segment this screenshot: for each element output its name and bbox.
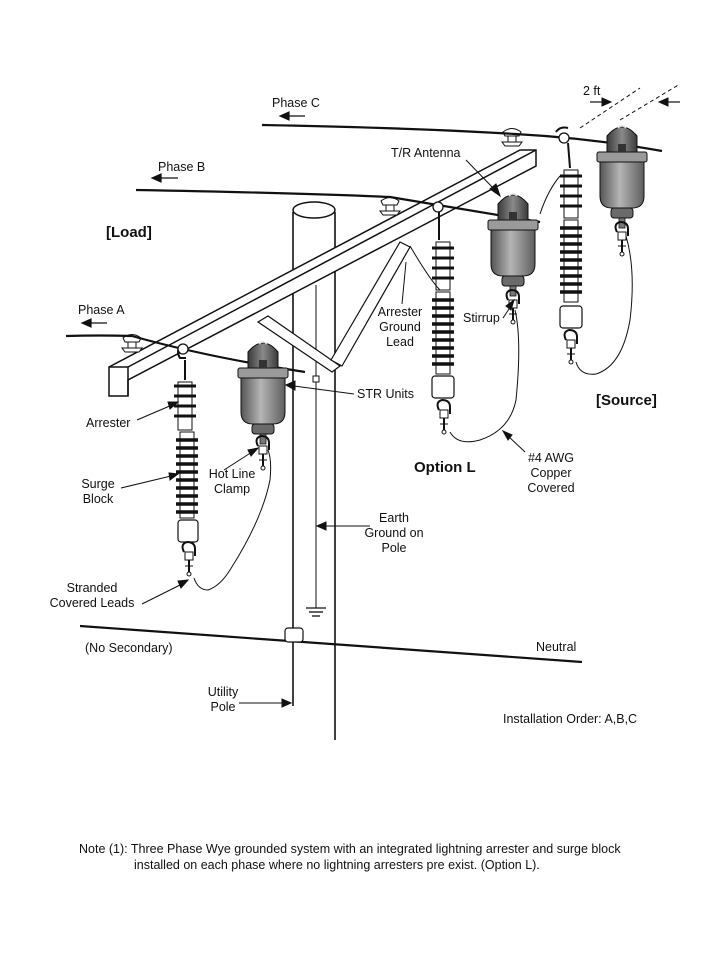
surge-block-b (432, 291, 454, 375)
note-line-2: installed on each phase where no lightni… (134, 858, 540, 872)
phase-b-label: Phase B (158, 160, 206, 174)
option-l-label: Option L (414, 459, 476, 476)
earth-ground-label: Earth Ground on Pole (364, 511, 424, 555)
awg-label: #4 AWG Copper Covered (527, 451, 575, 495)
arrester-c (560, 169, 582, 219)
phase-c-assembly (539, 126, 633, 375)
two-ft-dimension (579, 83, 681, 129)
arrester-label: Arrester (86, 416, 131, 430)
neutral-line (79, 624, 583, 664)
surge-block-a (176, 431, 198, 519)
installation-order-label: Installation Order: A,B,C (503, 712, 638, 726)
neutral-label: Neutral (536, 640, 577, 654)
surge-block-c (560, 219, 582, 303)
phase-c-label: Phase C (272, 96, 320, 110)
tr-antenna-label: T/R Antenna (391, 146, 461, 160)
phase-a-label: Phase A (78, 303, 125, 317)
insulator-phase-b (379, 197, 401, 216)
arrester-a (174, 381, 196, 431)
crossarm-braces (256, 241, 411, 373)
note-line-1: Note (1): Three Phase Wye grounded syste… (79, 842, 621, 856)
callout-leaders (120, 159, 526, 708)
utility-pole-label: Utility Pole (207, 685, 239, 714)
phase-a-assembly (174, 343, 272, 591)
load-label: [Load] (106, 224, 152, 241)
source-label: [Source] (596, 392, 657, 409)
two-ft-label: 2 ft (583, 84, 601, 98)
phase-arrows (80, 111, 305, 328)
no-secondary-label: (No Secondary) (85, 641, 173, 655)
hot-line-clamp-label: Hot Line Clamp (208, 467, 256, 496)
note-text: Note (1): Three Phase Wye grounded syste… (79, 841, 679, 873)
phase-b-assembly (409, 201, 520, 443)
insulator-phase-c (501, 128, 523, 147)
stirrup-label: Stirrup (463, 311, 500, 325)
arrester-ground-lead-label: Arrester Ground Lead (377, 305, 423, 349)
surge-block-label: Surge Block (81, 477, 115, 506)
str-unit-c (596, 125, 648, 257)
arrester-b (432, 241, 454, 291)
crossarm (108, 149, 537, 397)
str-units-label: STR Units (357, 387, 414, 401)
stranded-leads-label: Stranded Covered Leads (49, 581, 135, 610)
